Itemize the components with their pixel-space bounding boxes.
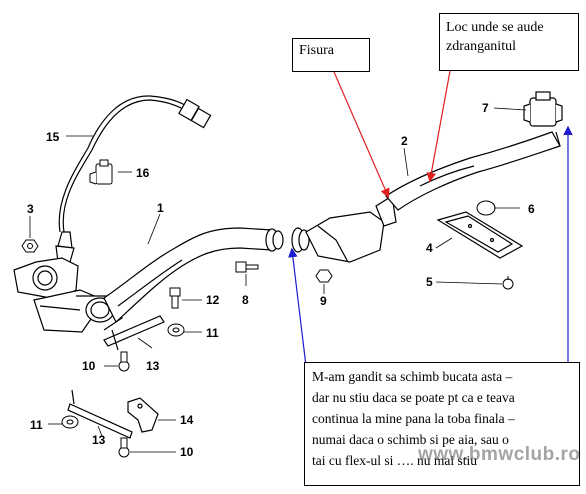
part-label-3: 3 bbox=[27, 202, 34, 216]
crack-annotation-box: Fisura bbox=[292, 38, 370, 72]
part-label-7: 7 bbox=[482, 101, 489, 115]
rear-pipe-part-2 bbox=[385, 131, 561, 211]
part-label-11-upper: 11 bbox=[206, 326, 219, 340]
part-label-9: 9 bbox=[320, 294, 327, 308]
site-watermark: www.bmwclub.ro bbox=[418, 444, 581, 465]
rattle-arrow bbox=[426, 70, 451, 183]
main-comment-line: numai daca o schimb si pe aia, sau o bbox=[312, 432, 509, 447]
part-label-2: 2 bbox=[401, 134, 408, 148]
clip-part bbox=[89, 159, 113, 185]
part-label-5: 5 bbox=[426, 275, 433, 289]
nut-part-9 bbox=[315, 269, 333, 283]
part-number-labels: 15 16 3 1 2 7 6 4 5 8 9 12 11 13 10 11 1… bbox=[27, 101, 535, 459]
rattle-annotation-box: Loc unde se aude zdranganitul bbox=[439, 13, 579, 71]
part-label-4: 4 bbox=[426, 241, 433, 255]
bracket-part-13-upper bbox=[103, 315, 165, 351]
part-label-1: 1 bbox=[157, 201, 164, 215]
bolt-part-5 bbox=[502, 276, 514, 290]
crack-annotation-text: Fisura bbox=[299, 43, 334, 58]
clamp-ring bbox=[291, 227, 310, 253]
crack-arrow bbox=[333, 71, 390, 199]
part-label-13-lower: 13 bbox=[92, 433, 106, 447]
rear-clamp-part-7 bbox=[523, 91, 563, 127]
front-manifold bbox=[13, 257, 123, 333]
part-label-6: 6 bbox=[528, 202, 535, 216]
rubber-plug-part-6 bbox=[476, 200, 496, 216]
rattle-annotation-line-2: zdranganitul bbox=[446, 39, 516, 54]
bolt-part-10-lower bbox=[118, 437, 130, 458]
rubber-mount-part-11-lower bbox=[61, 415, 79, 429]
part-label-16: 16 bbox=[136, 166, 150, 180]
part-label-10-lower: 10 bbox=[180, 445, 194, 459]
nut-part-3 bbox=[21, 239, 39, 253]
part-label-12: 12 bbox=[206, 293, 220, 307]
main-comment-line: continua la mine pana la toba finala – bbox=[312, 411, 515, 426]
rubber-mount-part-11-upper bbox=[167, 323, 185, 337]
part-label-8: 8 bbox=[242, 293, 249, 307]
bracket-part-14 bbox=[127, 397, 159, 433]
bolt-part-8 bbox=[235, 261, 259, 273]
catalytic-converter bbox=[305, 195, 397, 263]
main-comment-line: M-am gandit sa schimb bucata asta – bbox=[312, 369, 513, 384]
rattle-annotation-line-1: Loc unde se aude bbox=[446, 20, 544, 35]
part-label-14: 14 bbox=[180, 413, 194, 427]
main-comment-box: M-am gandit sa schimb bucata asta – dar … bbox=[304, 362, 580, 486]
front-pipe-part-1 bbox=[103, 227, 284, 323]
main-comment-line: tai cu flex-ul si …. nu mai stiu bbox=[312, 453, 477, 468]
cut-point-arrow-left bbox=[288, 247, 307, 367]
leader-lines bbox=[29, 107, 527, 453]
heat-shield-part-4 bbox=[436, 211, 524, 259]
bracket-part-13-lower bbox=[67, 389, 133, 439]
bolt-part-10-upper bbox=[118, 351, 130, 372]
part-label-11-lower: 11 bbox=[30, 418, 43, 432]
part-label-10-upper: 10 bbox=[82, 359, 96, 373]
part-label-15: 15 bbox=[46, 130, 60, 144]
main-comment-line: dar nu stiu daca se poate pt ca e teava bbox=[312, 390, 515, 405]
part-label-13-upper: 13 bbox=[146, 359, 160, 373]
bolt-part-12 bbox=[169, 287, 181, 309]
